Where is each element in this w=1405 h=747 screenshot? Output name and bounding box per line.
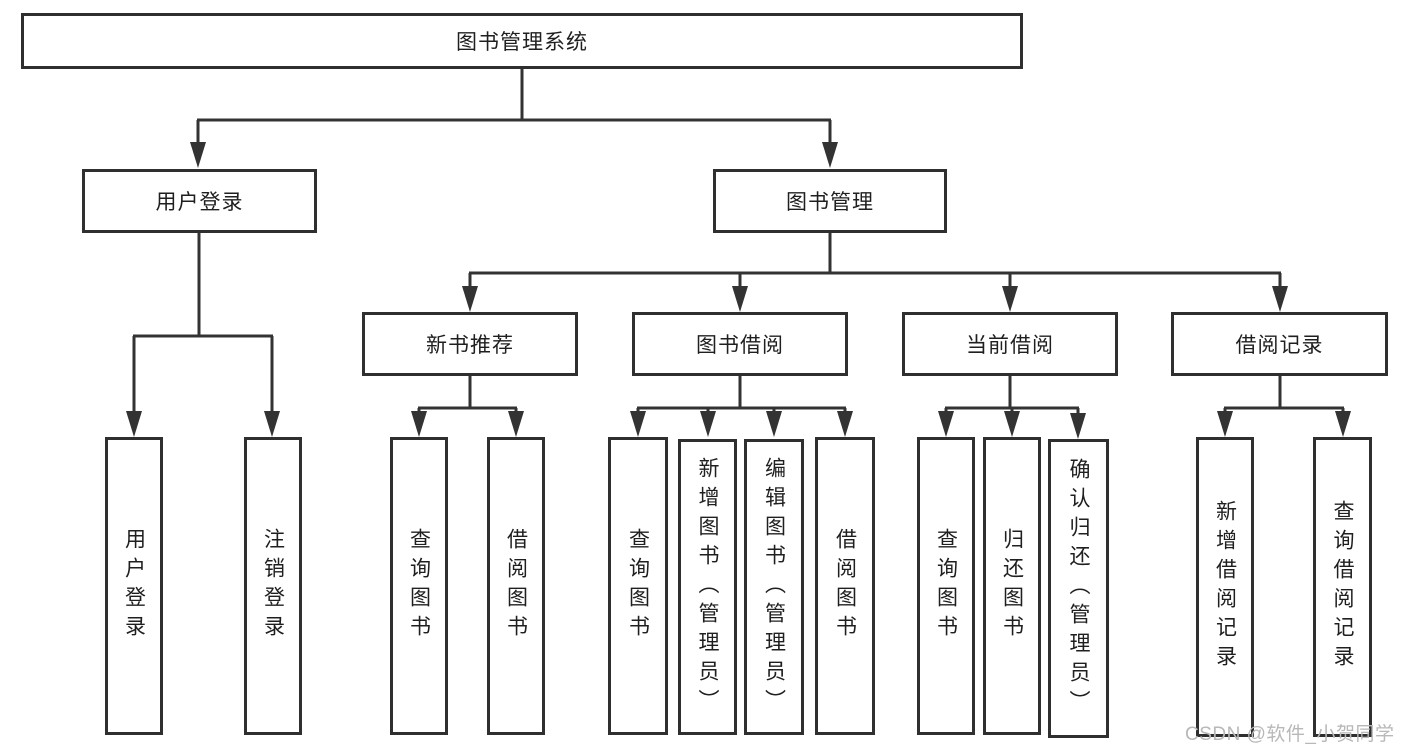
connector-book-mgmt-children <box>462 233 1288 312</box>
node-book-mgmt: 图书管理 <box>713 169 947 233</box>
node-borrow-records: 借阅记录 <box>1171 312 1388 376</box>
node-root-label: 图书管理系统 <box>456 31 588 54</box>
connector-user-login-children <box>126 233 280 437</box>
arrowhead <box>766 411 782 437</box>
leaf-cb-query-books: 查询图书 <box>917 437 975 735</box>
arrowhead <box>126 411 142 437</box>
arrowhead <box>822 142 838 168</box>
arrowhead <box>700 411 716 437</box>
connector-root-to-level2 <box>190 69 838 168</box>
leaf-logout-label: 注销登录 <box>261 528 285 644</box>
leaf-cb-confirm-return-admin-label: 确认归还（管理员） <box>1067 458 1090 719</box>
connector-book-borrow-children <box>630 376 853 437</box>
node-book-borrow-label: 图书借阅 <box>696 334 784 357</box>
leaf-nb-query-books-label: 查询图书 <box>407 528 431 644</box>
leaf-br-add-record-label: 新增借阅记录 <box>1213 500 1237 674</box>
leaf-user-login: 用户登录 <box>105 437 163 735</box>
leaf-bb-query-books-label: 查询图书 <box>626 528 650 644</box>
node-new-book-rec-label: 新书推荐 <box>426 334 514 357</box>
leaf-bb-add-books-admin-label: 新增图书（管理员） <box>696 456 719 718</box>
arrowhead <box>508 411 524 437</box>
node-book-borrow: 图书借阅 <box>632 312 848 376</box>
node-current-borrow: 当前借阅 <box>902 312 1118 376</box>
leaf-br-add-record: 新增借阅记录 <box>1196 437 1254 737</box>
arrowhead <box>837 411 853 437</box>
node-borrow-records-label: 借阅记录 <box>1235 334 1324 357</box>
node-user-login-label: 用户登录 <box>155 191 244 214</box>
arrowhead <box>1004 411 1020 437</box>
arrowhead <box>630 411 646 437</box>
leaf-user-login-label: 用户登录 <box>122 528 146 644</box>
leaf-cb-confirm-return-admin: 确认归还（管理员） <box>1048 439 1109 738</box>
leaf-bb-add-books-admin: 新增图书（管理员） <box>678 439 737 735</box>
leaf-logout: 注销登录 <box>244 437 302 735</box>
connector-new-book-rec-children <box>411 376 524 437</box>
arrowhead <box>462 286 478 312</box>
arrowhead <box>1335 411 1351 437</box>
arrowhead <box>264 411 280 437</box>
arrowhead <box>732 286 748 312</box>
leaf-nb-borrow-books-label: 借阅图书 <box>504 528 528 644</box>
watermark: CSDN @软件_小贺同学 <box>1185 724 1395 745</box>
connector-borrow-records-children <box>1217 376 1351 437</box>
arrowhead <box>938 411 954 437</box>
arrowhead <box>190 142 206 168</box>
arrowhead <box>1070 413 1086 439</box>
node-new-book-rec: 新书推荐 <box>362 312 578 376</box>
arrowhead <box>1272 286 1288 312</box>
node-book-mgmt-label: 图书管理 <box>786 191 874 214</box>
leaf-cb-return-books-label: 归还图书 <box>1000 528 1024 644</box>
connector-current-borrow-children <box>938 376 1086 439</box>
leaf-bb-query-books: 查询图书 <box>608 437 668 735</box>
leaf-cb-return-books: 归还图书 <box>983 437 1041 735</box>
leaf-bb-edit-books-admin-label: 编辑图书（管理员） <box>762 456 786 718</box>
leaf-bb-borrow-books: 借阅图书 <box>815 437 875 735</box>
leaf-nb-query-books: 查询图书 <box>390 437 448 735</box>
arrowhead <box>1002 286 1018 312</box>
leaf-br-query-record-label: 查询借阅记录 <box>1331 500 1354 674</box>
arrowhead <box>1217 411 1233 437</box>
arrowhead <box>411 411 427 437</box>
leaf-bb-edit-books-admin: 编辑图书（管理员） <box>744 439 804 735</box>
node-user-login: 用户登录 <box>82 169 317 233</box>
leaf-nb-borrow-books: 借阅图书 <box>487 437 545 735</box>
node-root: 图书管理系统 <box>21 13 1023 69</box>
leaf-cb-query-books-label: 查询图书 <box>934 528 958 644</box>
node-current-borrow-label: 当前借阅 <box>966 334 1054 357</box>
leaf-br-query-record: 查询借阅记录 <box>1313 437 1372 737</box>
leaf-bb-borrow-books-label: 借阅图书 <box>833 528 857 644</box>
